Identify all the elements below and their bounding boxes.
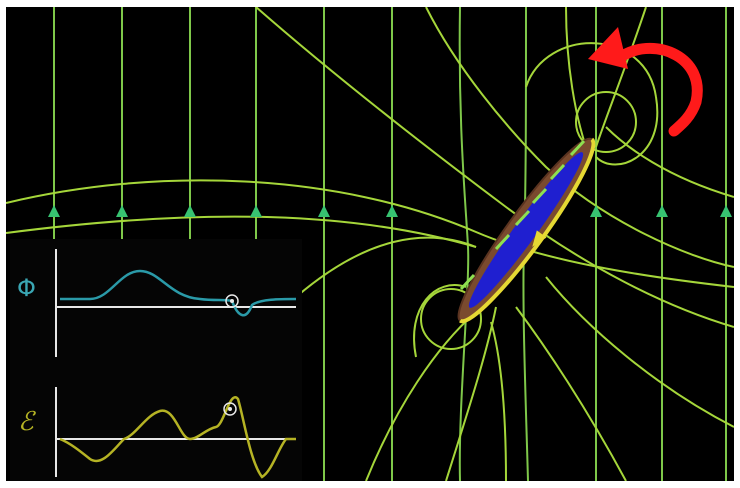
curved-field-lines: [6, 7, 734, 481]
circle-dot-marker-icon: [223, 402, 237, 416]
flux-curve: [60, 269, 297, 317]
flux-label: Φ: [17, 274, 36, 302]
vertical-field-lines: [53, 7, 727, 481]
current-loop: [457, 137, 596, 324]
field-lines-drawing: [6, 7, 734, 481]
emf-label: ℰ: [18, 407, 34, 437]
flux-emf-graph-panel: Φ ℰ: [10, 239, 302, 481]
rotation-arrow-icon: [618, 42, 703, 137]
rotation-arrowhead-icon: [588, 27, 628, 69]
emf-curve: [59, 396, 296, 479]
circle-dot-marker-icon: [225, 294, 239, 308]
graph-drawing: [55, 249, 297, 479]
coil-arrow-icons: [459, 139, 586, 291]
field-scene: Φ ℰ: [6, 7, 734, 481]
field-arrow-icons: [48, 205, 732, 217]
